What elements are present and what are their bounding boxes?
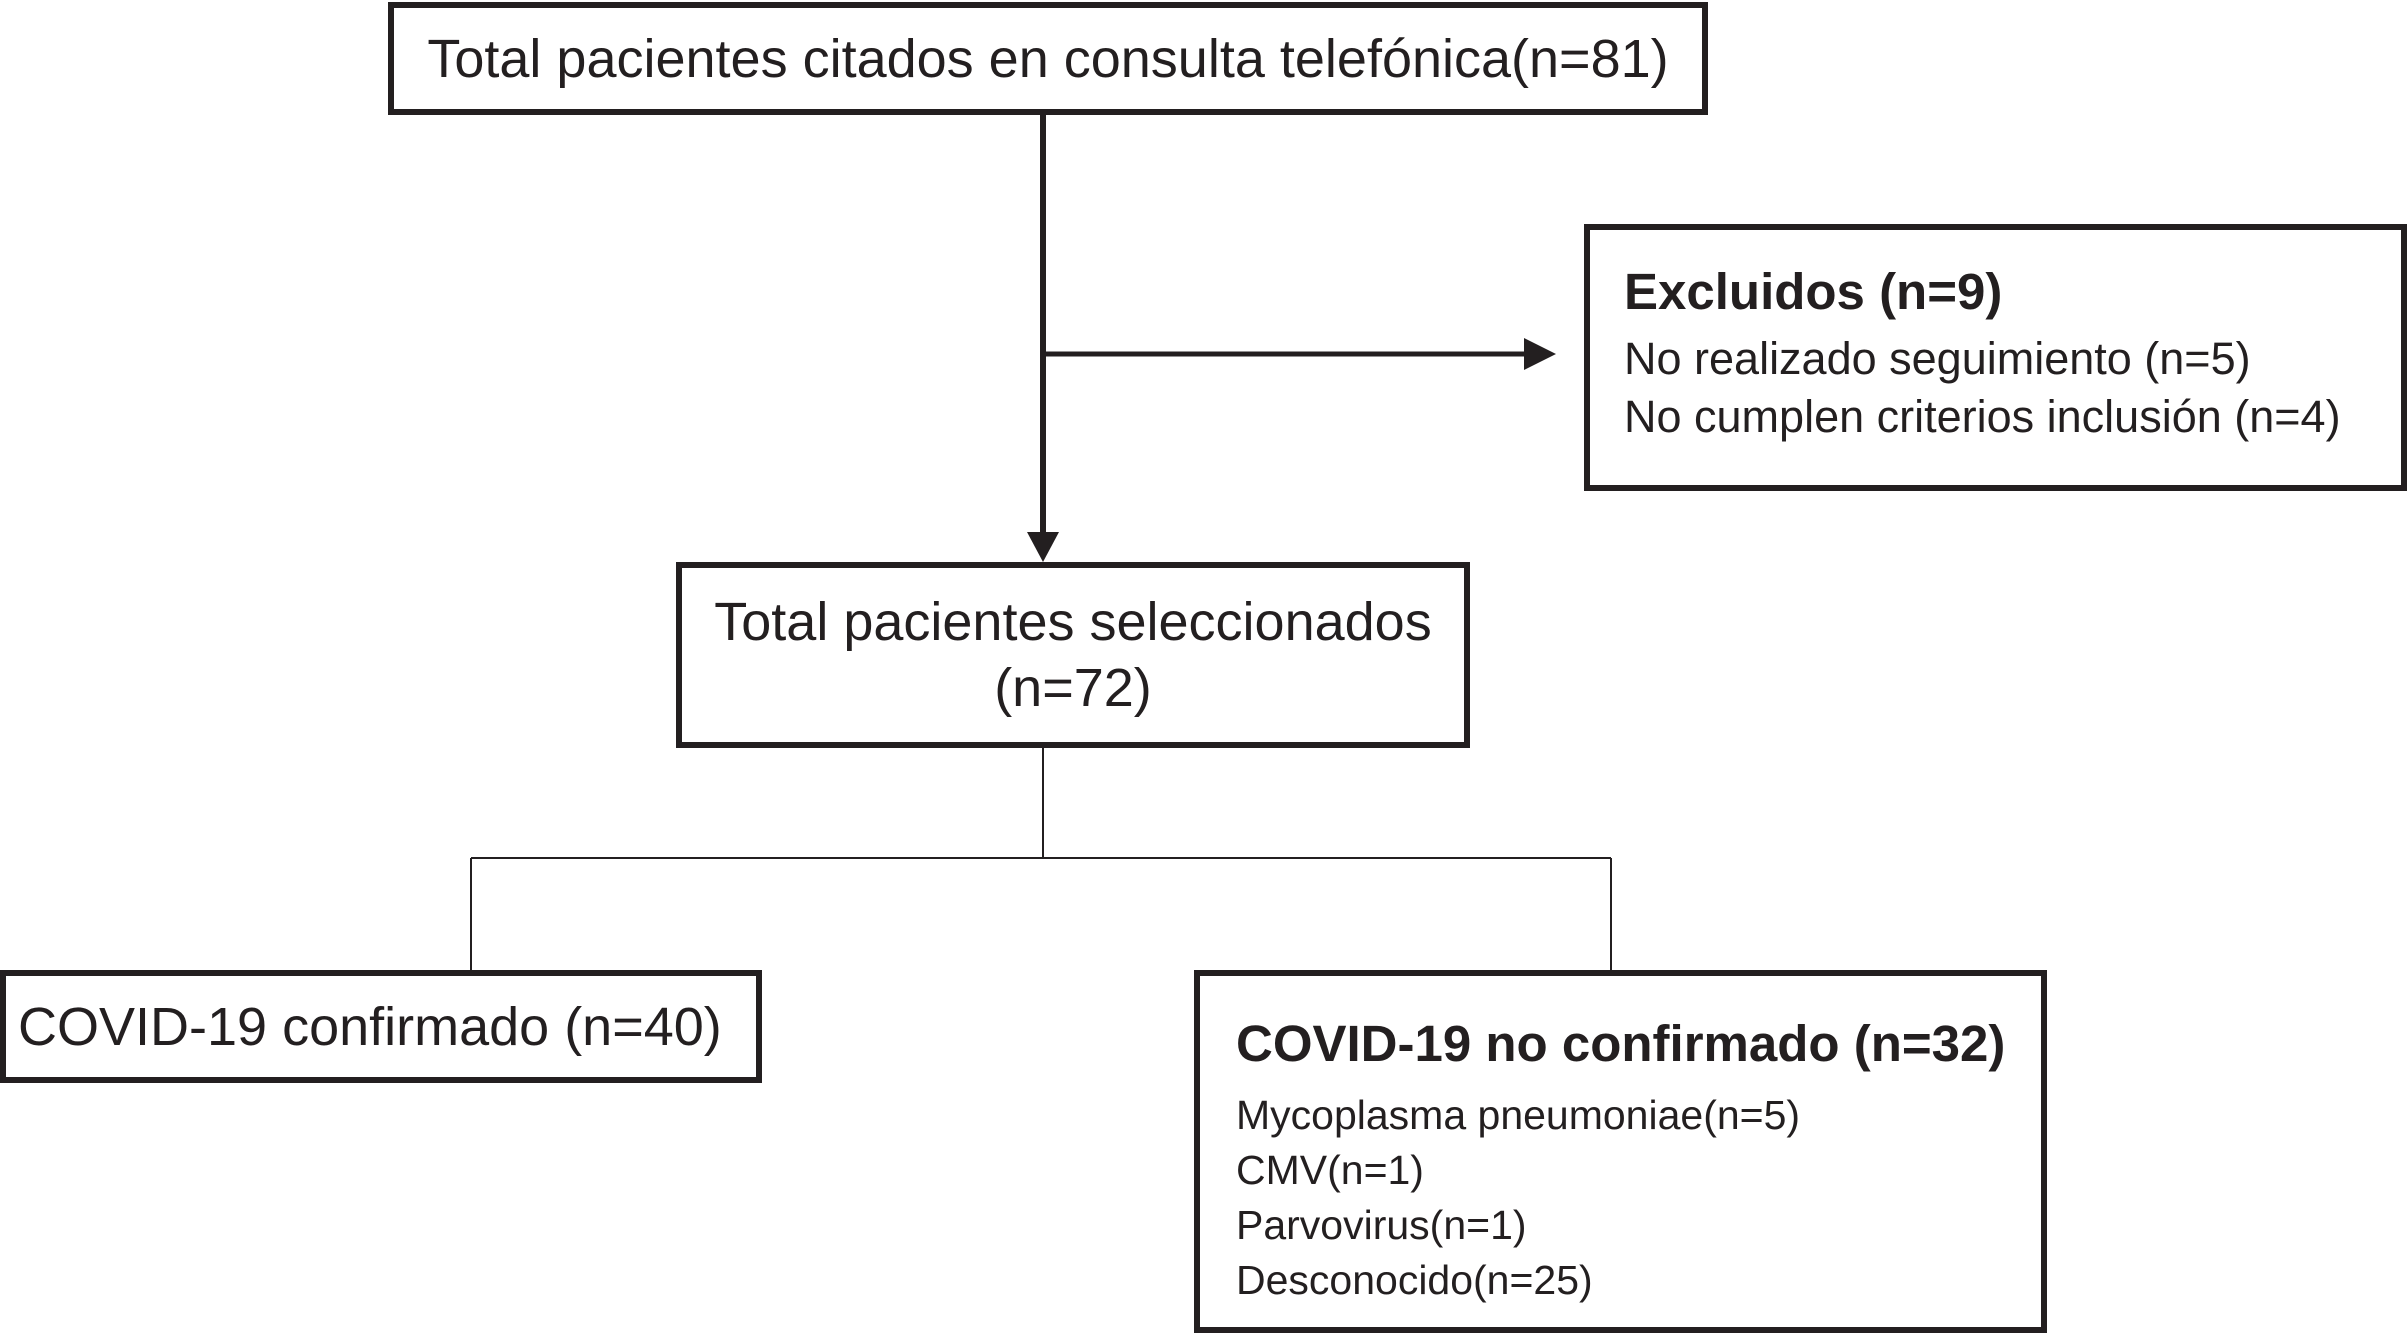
not-confirmed-item-mycoplasma: Mycoplasma pneumoniae(n=5)	[1236, 1092, 1801, 1138]
excluded-item-criteria: No cumplen criterios inclusión (n=4)	[1624, 391, 2341, 442]
not-confirmed-item-parvovirus: Parvovirus(n=1)	[1236, 1202, 1527, 1248]
total-cited-box: Total pacientes citados en consulta tele…	[388, 2, 1708, 115]
not-confirmed-item-unknown: Desconocido(n=25)	[1236, 1257, 1593, 1303]
not-confirmed-box: COVID-19 no confirmado (n=32) Mycoplasma…	[1194, 970, 2047, 1333]
excluded-title: Excluidos (n=9)	[1624, 263, 2003, 320]
selected-label: Total pacientes seleccionados	[714, 592, 1432, 652]
selected-box: Total pacientes seleccionados (n=72)	[676, 562, 1470, 748]
arrowhead-to-excluded	[1524, 338, 1556, 370]
excluded-item-no-follow-up: No realizado seguimiento (n=5)	[1624, 333, 2251, 384]
confirmed-box: COVID-19 confirmado (n=40)	[0, 970, 762, 1083]
not-confirmed-title: COVID-19 no confirmado (n=32)	[1236, 1015, 2006, 1072]
selected-count: (n=72)	[994, 658, 1152, 718]
confirmed-label: COVID-19 confirmado (n=40)	[18, 996, 722, 1057]
arrowhead-to-selected	[1027, 532, 1059, 562]
not-confirmed-item-cmv: CMV(n=1)	[1236, 1147, 1424, 1193]
total-cited-label: Total pacientes citados en consulta tele…	[427, 28, 1669, 89]
excluded-box: Excluidos (n=9) No realizado seguimiento…	[1584, 224, 2407, 491]
